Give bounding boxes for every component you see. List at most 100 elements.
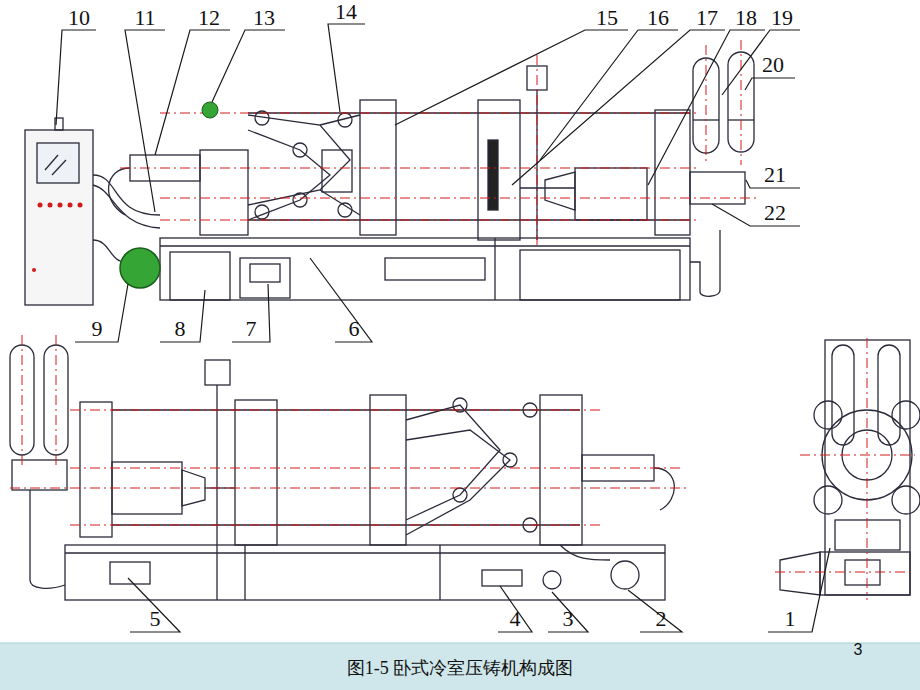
- front-elevation: [250, 264, 280, 282]
- figure-caption: 图1-5 卧式冷室压铸机构成图: [347, 659, 574, 677]
- end-view: [832, 345, 854, 445]
- front-elevation: [240, 258, 290, 298]
- rear-elevation: [30, 490, 65, 588]
- front-elevation: [322, 150, 352, 192]
- red-marks: [48, 203, 53, 208]
- centerline: [741, 40, 742, 165]
- front-elevation: [200, 150, 248, 235]
- front-elevation: [520, 250, 680, 300]
- callout-number: 18: [735, 7, 757, 29]
- motor: [611, 561, 639, 589]
- end-view: [780, 552, 820, 595]
- callout-number: 21: [764, 164, 786, 186]
- centerline: [120, 168, 700, 169]
- leader-line: [212, 30, 285, 102]
- centerline: [800, 455, 915, 456]
- caption-band: [0, 643, 920, 690]
- red-marks: [32, 203, 83, 273]
- leader-line: [310, 258, 372, 342]
- front-elevation: [160, 245, 690, 246]
- end-view: [892, 401, 920, 429]
- callout-number: 12: [198, 7, 220, 29]
- callout-number: 16: [647, 7, 669, 29]
- centerline: [22, 335, 23, 465]
- leader-line: [328, 24, 365, 112]
- front-elevation: [93, 240, 125, 262]
- red-marks: [32, 268, 36, 272]
- rear-elevation: [205, 360, 230, 385]
- red-marks: [58, 203, 63, 208]
- callout-number: 11: [134, 7, 155, 29]
- leader-line: [56, 30, 96, 125]
- rear-elevation: [439, 545, 440, 600]
- rear-elevation: [65, 552, 665, 553]
- front-elevation: [45, 155, 58, 170]
- front-elevation: [385, 258, 485, 280]
- front-elevation: [52, 160, 66, 175]
- leader-line: [395, 30, 628, 125]
- callout-number: 2: [656, 608, 667, 630]
- leader-line: [540, 30, 678, 160]
- pump: [543, 571, 561, 589]
- red-marks: [78, 203, 83, 208]
- end-view: [878, 345, 900, 445]
- callout-number: 13: [253, 7, 275, 29]
- rear-elevation: [80, 402, 112, 537]
- band-edge: [0, 643, 920, 644]
- end-view: [780, 340, 920, 595]
- front-elevation: [25, 130, 93, 305]
- centerline: [537, 55, 538, 245]
- rear-elevation: [244, 545, 245, 600]
- callout-number: 19: [771, 7, 793, 29]
- front-elevation: [248, 130, 330, 220]
- callout-number: 7: [246, 318, 257, 340]
- centerline: [775, 572, 915, 573]
- centerline: [70, 468, 680, 469]
- centerline: [120, 40, 760, 245]
- callout-number: 1: [785, 608, 796, 630]
- red-marks: [38, 203, 43, 208]
- oil-cup: [202, 102, 218, 118]
- front-elevation: [255, 205, 269, 219]
- leader-line: [648, 30, 765, 185]
- callout-number: 17: [696, 7, 718, 29]
- leader-line: [768, 548, 830, 632]
- leader-line: [548, 592, 588, 632]
- callout-number: 4: [510, 608, 521, 630]
- front-elevation: [93, 185, 160, 228]
- motor: [120, 248, 160, 288]
- rear-elevation: [503, 453, 517, 467]
- front-elevation: [109, 168, 130, 215]
- rear-elevation: [65, 545, 665, 600]
- callout-number: 6: [349, 318, 360, 340]
- centerline: [10, 335, 690, 525]
- end-view: [820, 552, 910, 595]
- front-elevation: [338, 203, 352, 217]
- front-elevation: [170, 252, 230, 300]
- centerline: [70, 525, 600, 526]
- rear-elevation: [560, 545, 610, 560]
- front-elevation: [478, 100, 520, 240]
- rear-elevation: [10, 345, 674, 600]
- leader-line: [125, 30, 165, 212]
- front-elevation: [690, 230, 720, 296]
- front-elevation: [575, 168, 647, 220]
- front-elevation: [488, 140, 498, 210]
- end-view: [814, 401, 842, 429]
- centerline: [160, 113, 700, 114]
- leader-line: [128, 578, 180, 632]
- leader-line: [745, 78, 795, 90]
- leader-line: [512, 30, 725, 185]
- front-elevation: [293, 143, 307, 157]
- leader-line: [722, 30, 800, 95]
- front-elevation: [37, 143, 79, 183]
- callout-number: 22: [764, 202, 786, 224]
- leader-line: [155, 30, 230, 155]
- leader-line: [712, 204, 800, 226]
- front-elevation: [293, 193, 307, 207]
- front-elevation: [160, 238, 690, 300]
- rear-elevation: [654, 468, 674, 510]
- front-elevation: [338, 113, 352, 127]
